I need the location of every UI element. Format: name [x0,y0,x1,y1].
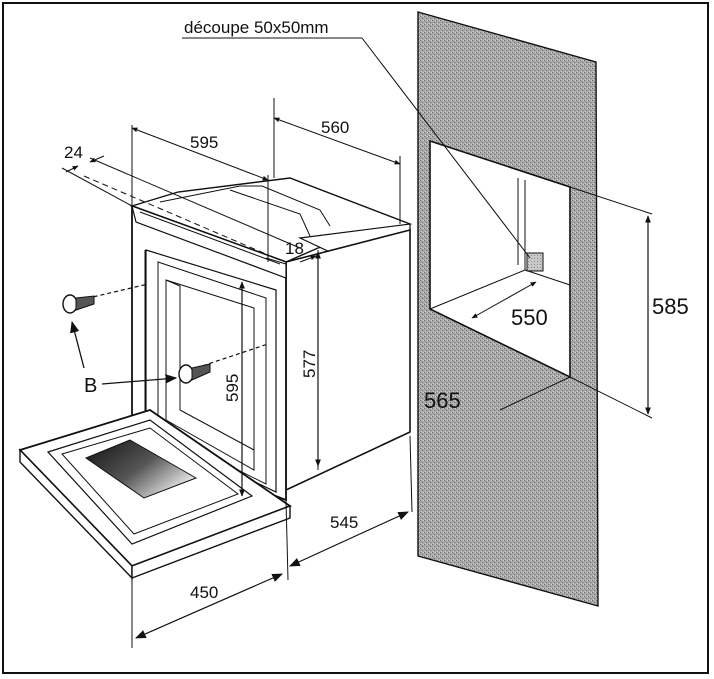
screw-head-icon [178,364,194,384]
wall [417,11,599,607]
dim-577-label: 577 [300,350,319,378]
dim-565-line [499,376,571,411]
door-glass [84,439,198,499]
dim-550-line [471,281,537,319]
screw-upper [62,283,149,314]
screw-head-icon [62,294,78,314]
dim-595-width-label: 595 [190,133,218,152]
dim-24-line [61,155,301,261]
dim-18-label: 18 [285,239,304,258]
dim-24-label: 24 [64,143,83,162]
dim-550-label: 550 [511,305,548,330]
dim-595-width-line [131,125,269,262]
dim-545-line [285,435,413,581]
dim-565-label: 565 [424,388,461,413]
dim-585-label: 585 [652,294,689,319]
dim-545-label: 545 [330,513,358,532]
screw-lower [178,343,269,384]
dim-450-line [131,573,283,648]
dim-18-line [265,255,317,265]
dim-595-height-label: 595 [223,374,242,402]
screw-b-label: B [84,375,97,397]
cutout-square [526,252,544,272]
dim-560-label: 560 [321,118,349,137]
cutout-label: découpe 50x50mm [184,18,329,37]
dim-450-label: 450 [190,583,218,602]
dim-560-line [273,98,401,224]
dim-585-line [569,186,653,419]
cutout-leader [182,37,531,259]
oven-door [18,409,292,580]
